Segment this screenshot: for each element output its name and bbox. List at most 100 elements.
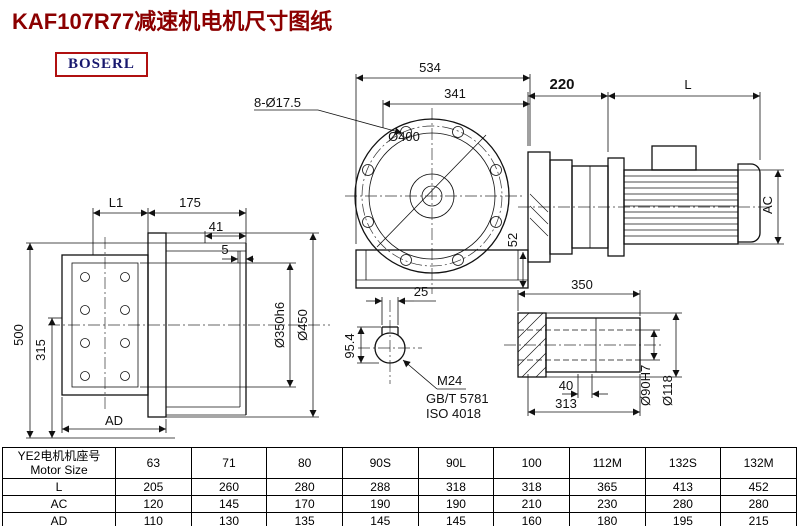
output-flange-plate [147,232,167,418]
dim-25: 25 [414,284,428,299]
dim-220: 220 [549,76,574,93]
dim-534: 534 [419,60,441,75]
bolt-hole [80,272,90,282]
table-cell: 170 [266,495,343,513]
bolt-hole [490,164,502,176]
table-cell: 145 [417,512,495,526]
dim-90H7: Ø90H7 [638,365,653,406]
row-label: L [2,478,116,496]
table-cell: 210 [493,495,570,513]
dim-315: 315 [33,339,48,361]
shaft-detail-drawing: 350 313 40 Ø90H7 Ø118 [504,277,682,416]
bolt-hole [400,254,412,266]
table-cell: 120 [115,495,192,513]
table-cell: 195 [644,512,722,526]
bolt-hole [452,126,464,138]
dim-500: 500 [11,324,26,346]
dim-L1: L1 [109,195,123,210]
table-cell: 365 [568,478,646,496]
table-cell: 190 [341,495,419,513]
column-header: 71 [190,447,268,479]
column-header: 112M [568,447,646,479]
left-view-drawing: L1 175 41 5 500 315 AD Ø350h6 [11,195,330,439]
front-view-drawing: 534 341 8-Ø17.5 Ø400 52 [254,60,531,294]
table-cell: 205 [115,478,192,496]
motor-size-table: YE2电机机座号 Motor Size 63 71 80 90S 90L 100… [2,447,797,526]
bolt-hole [362,216,374,228]
dim-450: Ø450 [295,309,310,341]
table-cell: 160 [493,512,570,526]
column-header: 63 [115,447,192,479]
dim-95-4: 95.4 [342,333,357,358]
bolt-hole [120,272,130,282]
dim-AC: AC [760,196,775,214]
label-m24: M24 [437,373,462,388]
table-cell: 288 [341,478,419,496]
bolt-hole [120,371,130,381]
table-row-L: L 205 260 280 288 318 318 365 413 452 [2,478,797,496]
boserl-logo: BOSERL [55,52,148,77]
bolt-hole [452,254,464,266]
table-cell: 280 [644,495,722,513]
bolt-hole [120,338,130,348]
table-header-en: Motor Size [30,463,88,477]
column-header: 90S [341,447,419,479]
column-header: 100 [493,447,570,479]
table-header-cn: YE2电机机座号 [17,449,101,463]
label-gbt-5781: GB/T 5781 [426,391,489,406]
flange-outer-circle [354,118,510,274]
table-cell: 318 [493,478,570,496]
table-cell: 135 [266,512,343,526]
table-cell: 280 [720,495,797,513]
technical-drawing: L1 175 41 5 500 315 AD Ø350h6 [11,60,784,439]
table-cell: 280 [266,478,343,496]
bolt-hole [120,305,130,315]
table-cell: 145 [341,512,419,526]
table-cell: 452 [720,478,797,496]
column-header: 90L [417,447,495,479]
column-header: 132S [644,447,722,479]
fan-cowl [737,163,761,243]
table-cell: 145 [190,495,268,513]
table-cell: 413 [644,478,722,496]
table-cell: 230 [568,495,646,513]
row-label: AD [2,512,116,526]
motor-side-drawing: 220 L AC [518,76,784,263]
table-cell: 318 [417,478,495,496]
table-cell: 130 [190,512,268,526]
column-header: 80 [266,447,343,479]
dim-175: 175 [179,195,201,210]
dim-52: 52 [505,233,520,247]
bore-circle [374,332,406,364]
housing-base [355,249,529,289]
column-header: 132M [720,447,797,479]
dim-313: 313 [555,396,577,411]
row-label: AC [2,495,116,513]
table-row-AD: AD 110 130 135 145 145 160 180 195 215 [2,512,797,526]
table-cell: 110 [115,512,192,526]
bolt-hole [80,371,90,381]
dim-350: 350 [571,277,593,292]
table-cell: 190 [417,495,495,513]
bolt-hole [490,216,502,228]
table-header-row: YE2电机机座号 Motor Size 63 71 80 90S 90L 100… [2,447,797,479]
table-header-motor-size: YE2电机机座号 Motor Size [2,447,116,479]
dim-118: Ø118 [660,375,675,406]
table-cell: 260 [190,478,268,496]
table-row-AC: AC 120 145 170 190 190 210 230 280 280 [2,495,797,513]
dim-41: 41 [209,219,223,234]
dim-5: 5 [221,242,228,257]
bolt-hole [80,338,90,348]
dim-bolt-pattern: 8-Ø17.5 [254,95,301,110]
dim-350h6: Ø350h6 [272,302,287,348]
table-cell: 215 [720,512,797,526]
bolt-hole [362,164,374,176]
shaft-cylinder [545,317,641,373]
dim-L: L [684,77,691,92]
bore-detail-drawing: 25 95.4 M24 GB/T 5781 ISO 4018 [342,284,489,421]
label-iso-4018: ISO 4018 [426,406,481,421]
dim-flange-diameter: Ø400 [388,129,420,144]
dim-40: 40 [559,378,573,393]
table-cell: 180 [568,512,646,526]
